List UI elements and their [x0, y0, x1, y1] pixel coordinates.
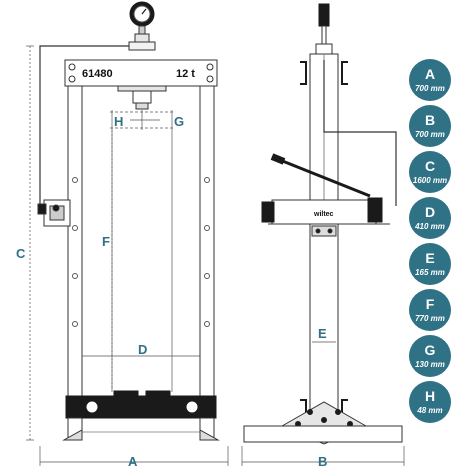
press-bed	[65, 395, 217, 419]
legend-badge-circle	[409, 59, 451, 101]
brand-label: wiltec	[313, 211, 334, 218]
dimension-label-b: B	[318, 454, 327, 469]
legend-badge-a: A 700 mm	[409, 59, 451, 101]
legend-badge-letter: H	[425, 388, 435, 404]
legend-badge-value: 700 mm	[415, 130, 445, 139]
dimension-label-f: F	[102, 234, 110, 249]
legend-badge-circle	[409, 197, 451, 239]
legend-badge-circle	[409, 243, 451, 285]
legend-badge-letter: E	[425, 250, 434, 266]
side-view	[243, 3, 403, 445]
capacity-label: 12 t	[176, 68, 195, 80]
model-number-label: 61480	[82, 68, 113, 80]
dimension-label-e: E	[318, 326, 327, 341]
dimension-label-c: C	[16, 246, 26, 261]
dimension-label-g: G	[174, 114, 184, 129]
legend-badge-f: F 770 mm	[409, 289, 451, 331]
right-column	[199, 85, 215, 397]
legend-badge-c: C 1600 mm	[409, 151, 451, 193]
pressure-gauge-icon	[128, 1, 156, 51]
legend-badge-value: 130 mm	[415, 360, 445, 369]
left-column	[67, 85, 83, 397]
legend-badge-circle	[409, 151, 451, 193]
legend-badge-circle	[409, 289, 451, 331]
legend-badge-g: G 130 mm	[409, 335, 451, 377]
dimension-label-d: D	[138, 342, 147, 357]
legend-badge-h: H 48 mm	[409, 381, 451, 423]
front-dimensions	[26, 45, 229, 466]
dimension-label-h: H	[114, 114, 123, 129]
legend-badge-value: 165 mm	[415, 268, 445, 277]
dimension-label-a: A	[128, 454, 138, 469]
legend-badge-letter: A	[425, 66, 435, 82]
legend-badge-letter: F	[426, 296, 435, 312]
legend-badge-value: 700 mm	[415, 84, 445, 93]
legend-badge-letter: D	[425, 204, 435, 220]
legend-badge-circle	[409, 381, 451, 423]
legend-badge-circle	[409, 105, 451, 147]
legend-badge-d: D 410 mm	[409, 197, 451, 239]
dimension-legend: A 700 mm B 700 mm C 1600 mm D 410 mm E 165 mm F 770…	[409, 59, 451, 423]
front-view	[37, 1, 220, 441]
legend-badge-value: 770 mm	[415, 314, 445, 323]
legend-badge-value: 410 mm	[414, 222, 445, 231]
legend-badge-e: E 165 mm	[409, 243, 451, 285]
legend-badge-value: 1600 mm	[413, 176, 447, 185]
legend-badge-value: 48 mm	[416, 406, 442, 415]
legend-badge-b: B 700 mm	[409, 105, 451, 147]
legend-badge-letter: G	[425, 342, 436, 358]
top-crossbeam	[64, 59, 218, 87]
side-dimensions	[241, 341, 405, 466]
side-base	[243, 425, 403, 443]
legend-badge-letter: C	[425, 158, 435, 174]
legend-badge-letter: B	[425, 112, 435, 128]
legend-badge-circle	[409, 335, 451, 377]
